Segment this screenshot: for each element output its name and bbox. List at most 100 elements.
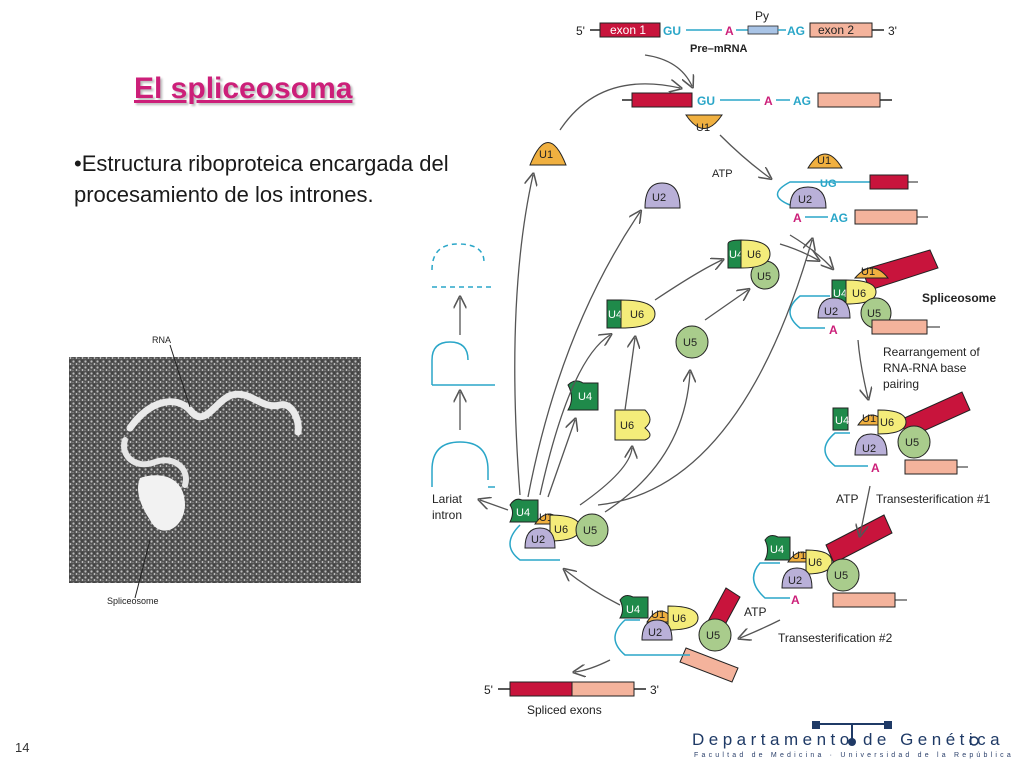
label-u2-p2: U2: [648, 627, 662, 639]
spliceosome-complex: U1 U4 U6 U5 U2 A Spliceosome: [789, 249, 996, 337]
label-u5-sp: U5: [867, 308, 881, 320]
label-u4-tri: U4: [729, 249, 743, 261]
label-u2-p1: U2: [788, 575, 802, 587]
label-atp-2: ATP: [836, 492, 858, 506]
label-atp-3: ATP: [744, 605, 766, 619]
label-u1-b: U1: [817, 155, 831, 167]
tri-snrnp: U5 U4 U6: [727, 239, 780, 290]
label-gu-2: GU: [697, 94, 715, 108]
step-u2-binding: U2 ATP U1 UG U2 A AG: [644, 153, 928, 225]
bullet-text: •Estructura riboproteica encargada del p…: [74, 151, 449, 207]
label-u5-free: U5: [683, 337, 697, 349]
label-u6-re: U6: [880, 417, 894, 429]
free-u6: U6: [614, 409, 651, 441]
spliceosome-particle: [138, 475, 185, 531]
post-step2-complex: U4 U1 U6 U5 U2: [614, 587, 741, 683]
label-u6-di: U6: [630, 309, 644, 321]
label-py: Py: [755, 9, 769, 23]
label-u6-tri: U6: [747, 249, 761, 261]
label-exon1: exon 1: [610, 23, 646, 37]
label-rna: RNA: [152, 335, 171, 345]
label-u2-sp: U2: [824, 306, 838, 318]
u4-u6-disnrnp: U4 U6: [606, 299, 656, 329]
label-intron: intron: [432, 508, 462, 522]
label-u6-p1: U6: [808, 557, 822, 569]
rna-strand: [126, 390, 302, 436]
u1-snrnp: [685, 114, 723, 129]
label-u1-re: U1: [862, 413, 876, 425]
label-5prime-b: 5': [484, 683, 493, 697]
label-u4-sp: U4: [833, 288, 847, 300]
label-u5-rel: U5: [583, 525, 597, 537]
label-u1-a: U1: [696, 122, 710, 134]
label-u6-p2: U6: [672, 613, 686, 625]
label-a-sp: A: [829, 323, 838, 337]
rna-strand-lower: [121, 437, 189, 488]
label-u2-free: U2: [652, 192, 666, 204]
label-u6-sp: U6: [852, 288, 866, 300]
label-exon2: exon 2: [818, 23, 854, 37]
label-a-p1: A: [791, 593, 800, 607]
label-u2-rel: U2: [531, 534, 545, 546]
label-u5-tri: U5: [757, 271, 771, 283]
label-rearrangement-3: pairing: [883, 377, 919, 391]
spliced-exons-row: 5' 3' Spliced exons: [484, 681, 659, 717]
label-u5-p2: U5: [706, 630, 720, 642]
label-u6-rel: U6: [554, 524, 568, 536]
free-u1: U1: [529, 142, 567, 166]
label-3prime-b: 3': [650, 683, 659, 697]
label-transesterification-1: Transesterification #1: [876, 492, 991, 506]
label-rearrangement-1: Rearrangement of: [883, 345, 980, 359]
rearranged-complex: U4 U1 U6 U5 U2 A: [824, 391, 971, 475]
label-u2-re: U2: [862, 443, 876, 455]
pre-mrna-row: 5' exon 1 GU A Py AG exon 2 3' Pre–mRNA: [576, 9, 897, 55]
label-ug: UG: [820, 178, 837, 190]
department-name: Departamento de Genética: [692, 730, 1005, 749]
label-u4-di: U4: [608, 309, 622, 321]
label-u4-re: U4: [835, 415, 849, 427]
label-ag-3: AG: [830, 211, 848, 225]
label-u5-p1: U5: [834, 570, 848, 582]
released-complex: U4 U1 U6 U5 U2: [509, 498, 609, 561]
label-atp-1: ATP: [712, 168, 733, 180]
label-u2-b: U2: [798, 194, 812, 206]
department-subtitle: Facultad de Medicina · Universidad de la…: [694, 752, 1014, 759]
spliceosome-pointer: [134, 539, 151, 599]
rna-pointer: [169, 344, 191, 408]
exon1-box: [599, 22, 661, 38]
label-spliceosome: Spliceosome: [107, 596, 159, 606]
label-a-branch: A: [725, 24, 734, 38]
label-u4-p1: U4: [770, 544, 784, 556]
micrograph-image: [69, 357, 361, 583]
label-a-2: A: [764, 94, 773, 108]
label-u5-re: U5: [905, 437, 919, 449]
label-gu: GU: [663, 24, 681, 38]
label-u1-sp: U1: [861, 266, 875, 278]
label-rearrangement-2: RNA-RNA base: [883, 361, 967, 375]
label-u6-free: U6: [620, 420, 634, 432]
step-u1-binding: GU A AG U1: [622, 92, 892, 134]
label-lariat: Lariat: [432, 492, 463, 506]
free-u5: U5: [675, 325, 709, 359]
label-3prime: 3': [888, 24, 897, 38]
label-transesterification-2: Transesterification #2: [778, 631, 893, 645]
label-a-re: A: [871, 461, 880, 475]
slide-title: El spliceosoma: [134, 72, 353, 105]
cycle-arrows: [460, 54, 870, 672]
label-a-3: A: [793, 211, 802, 225]
lariat-degradation: Lariat intron: [431, 243, 495, 522]
label-u4-rel: U4: [516, 507, 530, 519]
free-u4: U4: [567, 380, 599, 411]
page-number: 14: [15, 740, 30, 755]
label-u1-p1: U1: [792, 550, 806, 562]
label-u1-free: U1: [539, 149, 553, 161]
label-ag: AG: [787, 24, 805, 38]
label-spliceosome-diagram: Spliceosome: [922, 291, 996, 305]
label-5prime: 5': [576, 24, 585, 38]
label-pre-mrna: Pre–mRNA: [690, 43, 748, 55]
label-u4-free: U4: [578, 391, 592, 403]
label-ag-2: AG: [793, 94, 811, 108]
